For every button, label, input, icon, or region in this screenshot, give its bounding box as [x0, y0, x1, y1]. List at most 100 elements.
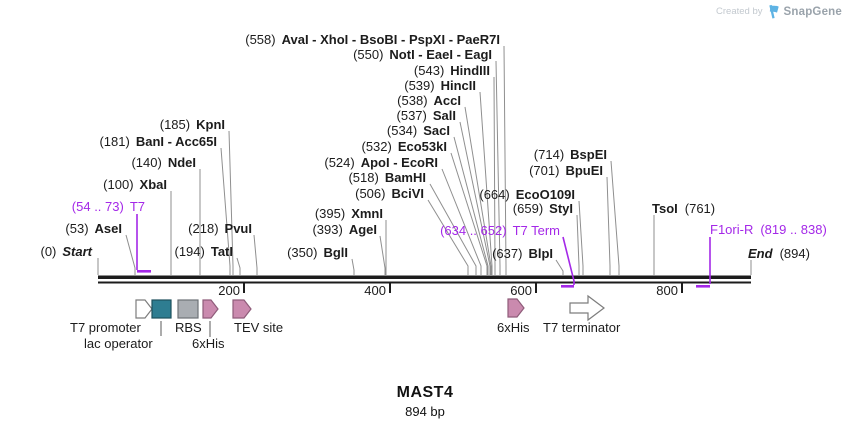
- site-label: (140) NdeI: [131, 155, 196, 170]
- site-label: (659) StyI: [513, 201, 573, 216]
- site-position: (140): [131, 155, 161, 170]
- site-position: (524): [324, 155, 354, 170]
- feature-arrow: [135, 299, 153, 319]
- site-label: (506) BciVI: [355, 186, 424, 201]
- site-label: (637) BlpI: [492, 246, 553, 261]
- site-leader-line: [450, 152, 488, 276]
- sequence-length: 894 bp: [405, 404, 445, 419]
- site-leader-line: [562, 236, 575, 285]
- site-label: (524) ApoI - EcoRI: [324, 155, 438, 170]
- feature-label: T7 terminator: [543, 320, 621, 335]
- site-label: (218) PvuI: [188, 221, 252, 236]
- ruler-tick-label: 600: [510, 283, 532, 298]
- feature-arrow: [507, 298, 525, 318]
- site-name: Start: [62, 244, 92, 259]
- site-position: (534): [387, 123, 417, 138]
- feature-arrow: [202, 299, 219, 319]
- site-label: (539) HincII: [404, 78, 476, 93]
- site-position: (54 .. 73): [72, 199, 124, 214]
- site-label: (558) AvaI - XhoI - BsoBI - PspXI - PaeR7…: [245, 32, 500, 47]
- site-leader-line: [441, 168, 482, 276]
- ruler-tick: [389, 283, 391, 293]
- site-name: BpuEI: [565, 163, 603, 178]
- site-position: (659): [513, 201, 543, 216]
- site-name: AseI: [95, 221, 122, 236]
- ruler-tick: [535, 283, 537, 293]
- site-name: BlpI: [528, 246, 553, 261]
- site-label: (185)KpnI: [160, 117, 225, 132]
- site-name: HincII: [441, 78, 476, 93]
- site-label: (701) BpuEI: [529, 163, 603, 178]
- site-position: (395): [315, 206, 345, 221]
- site-leader-line: [610, 160, 620, 276]
- credit-text: Created by: [716, 6, 763, 17]
- snapgene-credit: Created by SnapGene: [716, 4, 842, 19]
- site-name: NotI - EaeI - EagI: [389, 47, 492, 62]
- site-name: PvuI: [225, 221, 252, 236]
- site-label: End(894): [748, 246, 810, 261]
- ruler-tick: [681, 283, 683, 293]
- feature-label: TEV site: [234, 320, 283, 335]
- site-label: (714)BspEI: [534, 147, 607, 162]
- site-name: AgeI: [349, 222, 377, 237]
- site-position: (664): [479, 187, 509, 202]
- site-name: F1ori-R: [710, 222, 753, 237]
- site-position: (538): [397, 93, 427, 108]
- region-bar: [561, 285, 574, 288]
- site-name: SacI: [423, 123, 450, 138]
- site-label: (395)XmnI: [315, 206, 383, 221]
- site-position: (53): [65, 221, 88, 236]
- feature-box: [177, 299, 199, 319]
- site-leader-line: [464, 106, 492, 276]
- site-label: (634 .. 652)T7 Term: [440, 223, 560, 238]
- site-name: StyI: [549, 201, 573, 216]
- sequence-title: MAST4 894 bp: [0, 384, 850, 419]
- site-name: BciVI: [391, 186, 424, 201]
- site-name: ApoI - EcoRI: [361, 155, 438, 170]
- site-position: (558): [245, 32, 275, 47]
- site-label: (532)Eco53kI: [361, 139, 447, 154]
- site-label: (393)AgeI: [312, 222, 377, 237]
- site-leader-line: [125, 234, 136, 275]
- site-name: TsoI: [652, 201, 678, 216]
- site-position: (550): [353, 47, 383, 62]
- site-leader-line: [220, 147, 231, 276]
- site-leader-line: [379, 235, 386, 276]
- site-name: AvaI - XhoI - BsoBI - PspXI - PaeR7I: [282, 32, 500, 47]
- site-name: End: [748, 246, 774, 261]
- snapgene-brand: SnapGene: [783, 5, 842, 18]
- site-label: (194)TatI: [174, 244, 233, 259]
- site-position: (819 .. 838): [760, 222, 827, 237]
- site-position: (185): [160, 117, 190, 132]
- site-label: (550) NotI - EaeI - EagI: [353, 47, 492, 62]
- site-name: NdeI: [168, 155, 196, 170]
- site-label: (350)BglI: [287, 245, 348, 260]
- site-name: SalI: [433, 108, 456, 123]
- site-name: XbaI: [140, 177, 167, 192]
- map-backbone-line: [98, 275, 751, 279]
- site-name: T7 Term: [513, 223, 560, 238]
- site-leader-line: [236, 257, 241, 276]
- site-position: (543): [414, 63, 444, 78]
- ruler-tick-label: 400: [364, 283, 386, 298]
- site-position: (637): [492, 246, 522, 261]
- site-position: (761): [685, 201, 715, 216]
- site-position: (506): [355, 186, 385, 201]
- site-label: F1ori-R (819 .. 838): [710, 222, 827, 237]
- site-leader-line: [606, 176, 611, 276]
- site-leader-line: [555, 259, 564, 276]
- site-name: TatI: [211, 244, 233, 259]
- site-leader-line: [493, 76, 496, 276]
- ruler-tick-label: 800: [656, 283, 678, 298]
- site-position: (539): [404, 78, 434, 93]
- site-label: (534) SacI: [387, 123, 450, 138]
- site-position: (701): [529, 163, 559, 178]
- site-name: AccI: [434, 93, 461, 108]
- site-leader-line: [576, 214, 580, 276]
- site-name: BglI: [323, 245, 348, 260]
- site-leader-line: [351, 258, 355, 276]
- map-backbone-underline: [98, 281, 751, 284]
- site-position: (218): [188, 221, 218, 236]
- site-leader-line: [479, 91, 493, 276]
